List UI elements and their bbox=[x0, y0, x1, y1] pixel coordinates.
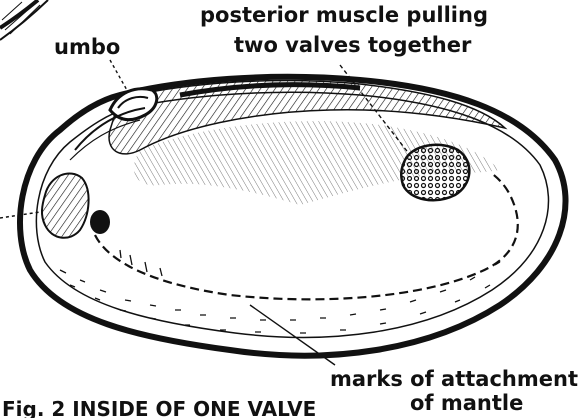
umbo-leader bbox=[110, 60, 128, 92]
label-marks-line1: marks of attachment bbox=[330, 367, 578, 391]
posterior-muscle-scar bbox=[401, 145, 469, 200]
label-marks-line2: of mantle bbox=[410, 391, 523, 415]
label-posterior-line1: posterior muscle pulling bbox=[200, 3, 488, 27]
label-posterior-line2: two valves together bbox=[234, 33, 472, 57]
figure-caption: Fig. 2 INSIDE OF ONE VALVE bbox=[2, 397, 316, 418]
corner-fragment bbox=[0, 0, 48, 40]
label-umbo: umbo bbox=[54, 35, 120, 59]
